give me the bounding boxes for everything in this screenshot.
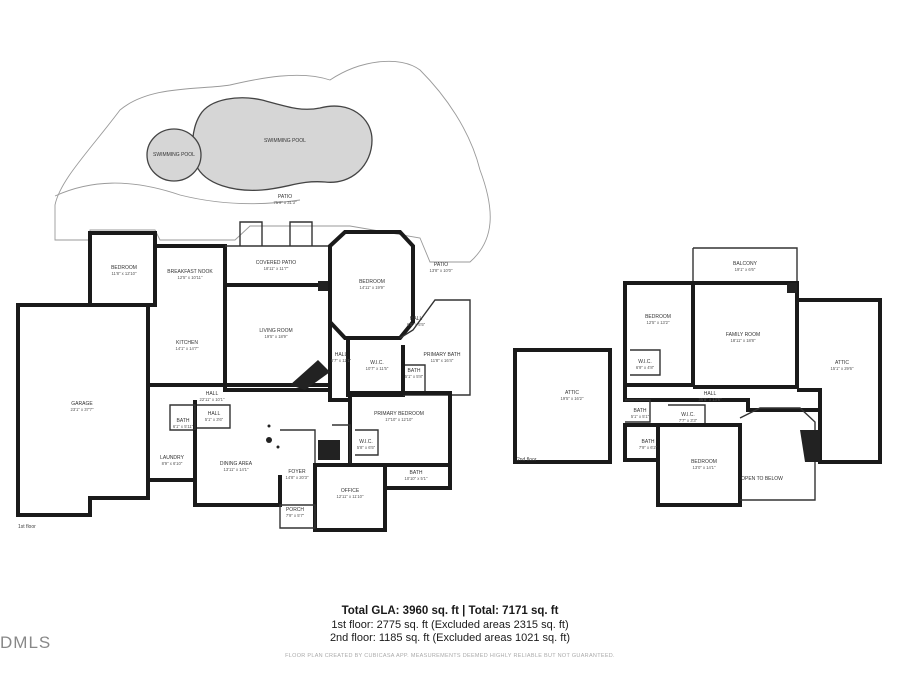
room-name: PRIMARY BATH (424, 352, 461, 358)
mls-logo: DMLS (0, 633, 52, 652)
room-dims: 18'11" x 18'8" (731, 338, 756, 343)
room-dims: 6'5" x 5'5" (407, 322, 426, 327)
room-name: ATTIC (835, 360, 849, 366)
chimney-block-upper (787, 283, 797, 293)
patio-outline-inner (54, 182, 301, 205)
room-name: W.I.C. (638, 359, 652, 365)
room-name: HALL (335, 352, 348, 358)
disclaimer: FLOOR PLAN CREATED BY CUBICASA APP. MEAS… (285, 653, 615, 659)
room-name: W.I.C. (681, 412, 695, 418)
room-name: BATH (642, 439, 655, 445)
room-dims: 7'9" x 6'2" (639, 445, 658, 450)
room-dims: 17'10" x 12'10" (385, 417, 413, 422)
room-dims: 11'8" x 12'10" (112, 271, 137, 276)
second-floor-walls (513, 247, 882, 507)
room-dims: 19'5" x 18'9" (265, 334, 288, 339)
room-dims: 10'7" x 11'5" (366, 366, 389, 371)
column (266, 437, 272, 443)
room-name: FOYER (288, 469, 306, 475)
room-name: SWIMMING POOL (153, 152, 195, 158)
room-dims: 22'11" x 10'1" (200, 397, 225, 402)
first-floor-walls (16, 221, 471, 532)
room-dims: 18'11" x 11'7" (264, 266, 289, 271)
room-dims: 5'1" x 5'8" (405, 374, 424, 379)
room-name: OFFICE (341, 488, 360, 494)
room-name: BATH (177, 418, 190, 424)
room-name: LIVING ROOM (259, 328, 292, 334)
room-name: BEDROOM (111, 265, 137, 271)
swimming-pool-small (146, 128, 202, 182)
room-dims: 13'8" x 10'0" (430, 268, 453, 273)
room-name: DINING AREA (220, 461, 253, 467)
room-name: PATIO (278, 194, 292, 200)
room-name: BATH (408, 368, 421, 374)
room-name: COVERED PATIO (256, 260, 296, 266)
floor-label-second: 2nd floor (517, 457, 537, 463)
room-name: HALL (206, 391, 219, 397)
room-name: PRIMARY BEDROOM (374, 411, 424, 417)
room-dims: 7'7" x 3'3" (679, 418, 698, 423)
room-dims: 5'1" x 3'6" (205, 417, 224, 422)
room-dims: 19'1" x 6'6" (735, 267, 756, 272)
room-dims: 13'11" x 14'1" (224, 467, 249, 472)
room-dims: 5'8" x 6'5" (357, 445, 376, 450)
room-dims: 13'0" x 14'1" (693, 465, 716, 470)
stair-upper (800, 430, 820, 462)
patio-outline (54, 60, 491, 263)
second-floor-area: 2nd floor: 1185 sq. ft (Excluded areas 1… (329, 632, 571, 644)
room-dims: 11'8" x 16'4" (431, 358, 454, 363)
room-name: KITCHEN (176, 340, 198, 346)
room-dims: 10'10" x 5'1" (405, 476, 428, 481)
room-name: HALL (704, 391, 717, 397)
room-name: BATH (410, 470, 423, 476)
room-name: PATIO (434, 262, 448, 268)
room-name: BREAKFAST NOOK (167, 269, 213, 275)
room-dims: 6'9" x 4'8" (636, 365, 655, 370)
room-name: BEDROOM (359, 279, 385, 285)
room-dims: 75'9" x 31'3" (274, 200, 297, 205)
room-dims: 14'8" x 20'3" (286, 475, 309, 480)
room-name: BEDROOM (645, 314, 671, 320)
room-labels: SWIMMING POOL SWIMMING POOL PATIO 75'9" … (18, 138, 854, 530)
stair-main (290, 360, 330, 390)
room-dims: 14'11" x 19'9" (360, 285, 385, 290)
room-name: PORCH (286, 507, 304, 513)
room-name: HALL (410, 316, 423, 322)
room-name: W.I.C. (370, 360, 384, 366)
room-dims: 6'1" x 5'11" (173, 424, 194, 429)
room-name: BEDROOM (691, 459, 717, 465)
column (267, 424, 271, 428)
room-dims: 15'1" x 29'6" (831, 366, 854, 371)
room-name: W.I.C. (359, 439, 373, 445)
room-name: SWIMMING POOL (264, 138, 306, 144)
floor-label-first: 1st floor (18, 524, 36, 530)
room-name: BALCONY (733, 261, 758, 267)
stair-primary (318, 440, 340, 460)
room-dims: 14'1" x 14'7" (176, 346, 199, 351)
total-area: Total GLA: 3960 sq. ft | Total: 7171 sq.… (341, 605, 559, 617)
swimming-pool-large (191, 97, 373, 191)
room-name: ATTIC (565, 390, 579, 396)
room-name: BATH (634, 408, 647, 414)
room-dims: 8'9" x 6'10" (162, 461, 183, 466)
room-dims: 12'11" x 11'10" (336, 494, 364, 499)
room-dims: 12'5" x 13'2" (647, 320, 670, 325)
room-dims: 5'1" x 5'1" (631, 414, 650, 419)
room-dims: 19'5" x 16'2" (561, 396, 584, 401)
column (276, 445, 280, 449)
room-dims: 12'5" x 10'11" (178, 275, 203, 280)
room-name: GARAGE (71, 401, 93, 407)
room-name: HALL (208, 411, 221, 417)
room-name: OPEN TO BELOW (741, 476, 783, 482)
room-name: FAMILY ROOM (726, 332, 760, 338)
room-dims: 7'9" x 5'7" (286, 513, 305, 518)
room-dims: 6'7" x 11'1" (331, 358, 352, 363)
room-dims: 35'8" x 13'6" (699, 397, 722, 402)
room-dims: 23'1" x 37'7" (71, 407, 94, 412)
first-floor-area: 1st floor: 2775 sq. ft (Excluded areas 2… (331, 619, 569, 631)
chimney-block (318, 281, 328, 291)
room-name: LAUNDRY (160, 455, 184, 461)
